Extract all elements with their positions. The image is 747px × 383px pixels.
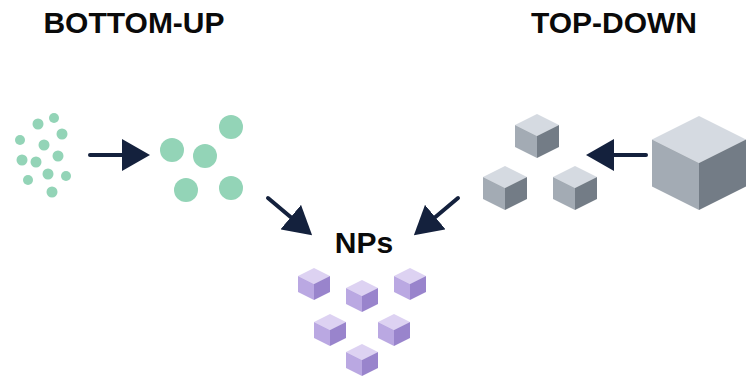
cube-face bbox=[346, 352, 362, 376]
cube-face bbox=[314, 276, 330, 300]
cube-face bbox=[314, 322, 330, 346]
cube-face bbox=[330, 322, 346, 346]
nanoparticle-cube bbox=[346, 344, 378, 376]
cubes bbox=[298, 114, 746, 376]
cube-face bbox=[515, 125, 537, 158]
cube-face bbox=[362, 288, 378, 312]
cube-face bbox=[378, 322, 394, 346]
nanoparticle-cube bbox=[346, 280, 378, 312]
arrows bbox=[90, 155, 646, 230]
cube-face bbox=[505, 177, 527, 210]
cube-face bbox=[483, 177, 505, 210]
nanoparticle-cube bbox=[298, 268, 330, 300]
cube-face bbox=[410, 276, 426, 300]
large-particles bbox=[160, 115, 243, 202]
bulk-cube bbox=[652, 116, 746, 210]
small-particles bbox=[15, 113, 71, 198]
cube-face bbox=[537, 125, 559, 158]
cube-face bbox=[298, 276, 314, 300]
cube-face bbox=[394, 322, 410, 346]
cube-face bbox=[652, 140, 699, 211]
nanoparticle-cube bbox=[378, 314, 410, 346]
cube-face bbox=[553, 177, 575, 210]
fragment-cube bbox=[483, 166, 527, 210]
cube-face bbox=[575, 177, 597, 210]
nanoparticle-cube bbox=[314, 314, 346, 346]
center-label: NPs bbox=[335, 228, 393, 258]
fragment-cube bbox=[553, 166, 597, 210]
fragment-cube bbox=[515, 114, 559, 158]
heading-label: TOP-DOWN bbox=[531, 8, 697, 38]
cube-face bbox=[362, 352, 378, 376]
nanoparticle-cube bbox=[394, 268, 426, 300]
cube-face bbox=[699, 140, 746, 211]
heading-label: BOTTOM-UP bbox=[43, 8, 224, 38]
cube-face bbox=[394, 276, 410, 300]
cube-face bbox=[346, 288, 362, 312]
